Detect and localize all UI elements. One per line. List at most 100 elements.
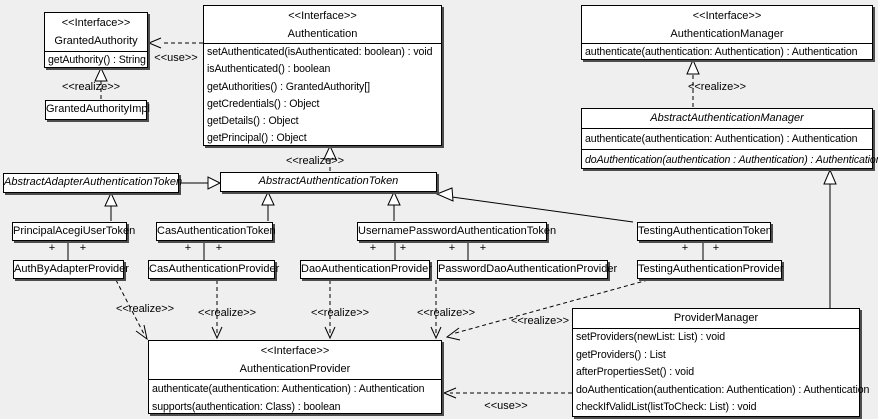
edge-line (451, 279, 649, 335)
method: authenticate(authentication: Authenticat… (585, 46, 858, 58)
use-label: <<use>> (154, 52, 197, 64)
plus-label: + (682, 242, 688, 254)
plus-label: + (480, 242, 486, 254)
method: getAuthorities() : GrantedAuthority[] (207, 80, 370, 93)
use-label: <<use>> (484, 400, 527, 412)
edge-use-providermanager-authenticationprovider: <<use>> (442, 387, 572, 412)
triangle-arrowhead-icon (387, 190, 401, 206)
class-box-authentication-manager[interactable]: <<Interface>> AuthenticationManager auth… (581, 5, 873, 60)
class-name: TestingAuthenticationToken (638, 225, 772, 237)
plus-label: + (713, 242, 719, 254)
edge-realize-passworddaoprovider: <<realize>> (417, 280, 475, 340)
edge-gen-usernamepasswordtoken (387, 190, 401, 221)
edge-gen-providermanager (823, 168, 837, 308)
class-box-abstract-adapter-authentication-token[interactable]: AbstractAdapterAuthenticationToken (3, 173, 183, 193)
triangle-arrowhead-icon (823, 168, 837, 185)
realize-label: <<realize>> (688, 81, 746, 93)
class-box-auth-by-adapter-provider[interactable]: AuthByAdapterProvider (13, 260, 129, 279)
class-box-provider-manager[interactable]: ProviderManager setProviders(newList: Li… (572, 308, 870, 417)
edge-line (451, 196, 634, 223)
class-box-authentication[interactable]: <<Interface>> Authentication setAuthenti… (203, 5, 442, 146)
method-list: authenticate(authentication: Authenticat… (149, 379, 441, 416)
method: getProviders() : List (576, 348, 666, 361)
method-list: authenticate(authentication: Authenticat… (582, 128, 878, 170)
triangle-arrowhead-icon (686, 58, 700, 75)
class-box-username-password-authentication-token[interactable]: UsernamePasswordAuthenticationToken (357, 222, 556, 241)
method-list: setProviders(newList: List) : void getPr… (573, 328, 870, 417)
triangle-arrowhead-icon (94, 66, 108, 82)
class-name: GrantedAuthority (54, 35, 138, 47)
edge-realize-daoauthenticationprovider: <<realize>> (311, 280, 369, 340)
class-box-testing-authentication-token[interactable]: TestingAuthenticationToken (637, 222, 772, 241)
realize-label: <<realize>> (417, 307, 475, 319)
class-name: Authentication (287, 28, 358, 40)
method: authenticate(authentication: Authenticat… (585, 133, 858, 145)
class-name: AbstractAuthenticationToken (258, 175, 399, 187)
edge-gen-casauthenticationtoken (261, 190, 275, 221)
class-name: TestingAuthenticationProvider (638, 263, 784, 275)
edge-gen-abstractadapter (179, 176, 222, 190)
class-name: AbstractAuthenticationManager (650, 112, 804, 124)
open-arrowhead-icon (135, 324, 148, 341)
class-box-abstract-authentication-token[interactable]: AbstractAuthenticationToken (220, 172, 437, 192)
plus-label: + (449, 242, 455, 254)
class-name: AuthenticationProvider (239, 363, 351, 375)
plus-label: + (370, 242, 376, 254)
class-name: AuthenticationManager (670, 28, 784, 40)
realize-label: <<realize>> (311, 307, 369, 319)
class-box-granted-authority[interactable]: <<Interface>> GrantedAuthority getAuthor… (44, 12, 148, 68)
class-name: GrantedAuthorityImpl (46, 103, 150, 115)
class-name: AbstractAdapterAuthenticationToken (4, 176, 183, 188)
class-box-abstract-authentication-manager[interactable]: AbstractAuthenticationManager authentica… (581, 108, 878, 170)
realize-label: <<realize>> (62, 81, 120, 93)
realize-label: <<realize>> (286, 155, 344, 167)
class-box-granted-authority-impl[interactable]: GrantedAuthorityImpl (45, 100, 150, 120)
class-box-cas-authentication-provider[interactable]: CasAuthenticationProvider (148, 260, 280, 279)
plus-label: + (216, 242, 222, 254)
edge-assoc-principal-authbyadapter: + + (49, 241, 86, 260)
class-title: AbstractAuthenticationManager (582, 109, 872, 128)
class-box-password-dao-authentication-provider[interactable]: PasswordDaoAuthenticationProvider (437, 260, 618, 279)
method: authenticate(authentication: Authenticat… (152, 383, 425, 395)
stereotype-label: <<Interface>> (61, 17, 131, 29)
plus-label: + (80, 242, 86, 254)
edge-gen-principalacegiusertoken (104, 191, 118, 221)
open-arrowhead-icon (147, 37, 162, 49)
class-box-testing-authentication-provider[interactable]: TestingAuthenticationProvider (637, 260, 784, 279)
edge-line (115, 279, 146, 337)
class-title: <<Interface>> GrantedAuthority (45, 13, 147, 51)
edge-gen-testingtoken (435, 187, 634, 223)
open-arrowhead-icon (442, 387, 457, 399)
realize-label: <<realize>> (511, 315, 569, 327)
class-box-principal-acegi-user-token[interactable]: PrincipalAcegiUserToken (12, 222, 135, 241)
class-box-cas-authentication-token[interactable]: CasAuthenticationToken (156, 222, 276, 241)
class-title: <<Interface>> AuthenticationManager (582, 6, 872, 43)
open-arrowhead-icon (445, 327, 461, 341)
class-name: CasAuthenticationProvider (149, 263, 280, 275)
class-box-authentication-provider[interactable]: <<Interface>> AuthenticationProvider aut… (148, 340, 442, 414)
class-title: ProviderManager (573, 309, 859, 328)
edge-assoc-cas-casprovider: + + (185, 241, 222, 260)
stereotype-label: <<Interface>> (288, 10, 357, 22)
class-box-dao-authentication-provider[interactable]: DaoAuthenticationProvider (300, 260, 432, 279)
triangle-arrowhead-icon (104, 191, 118, 207)
method: setProviders(newList: List) : void (576, 331, 726, 343)
edge-realize-testingauthenticationprovider: <<realize>> (445, 279, 649, 341)
edge-realize-authbyadapterprovider: <<realize>> (115, 279, 174, 341)
class-name: CasAuthenticationToken (157, 225, 276, 237)
edge-realize-abstractauthenticationmanager: <<realize>> (686, 58, 746, 107)
method: supports(authentication: Class) : boolea… (152, 401, 341, 413)
method: getCredentials() : Object (207, 97, 320, 110)
class-name: AuthByAdapterProvider (14, 263, 129, 275)
triangle-arrowhead-icon (435, 187, 454, 202)
edge-assoc-userpass-daoprovider: + + (370, 241, 406, 260)
triangle-arrowhead-icon (261, 190, 275, 206)
method: getAuthority() : String (48, 54, 146, 66)
method-list: setAuthenticated(isAuthenticated: boolea… (204, 43, 441, 148)
class-name: PasswordDaoAuthenticationProvider (438, 263, 618, 275)
plus-label: + (185, 242, 191, 254)
method: doAuthentication(authentication: Authent… (576, 383, 870, 396)
method-list: authenticate(authentication: Authenticat… (582, 43, 872, 61)
method-list: getAuthority() : String (45, 51, 147, 69)
